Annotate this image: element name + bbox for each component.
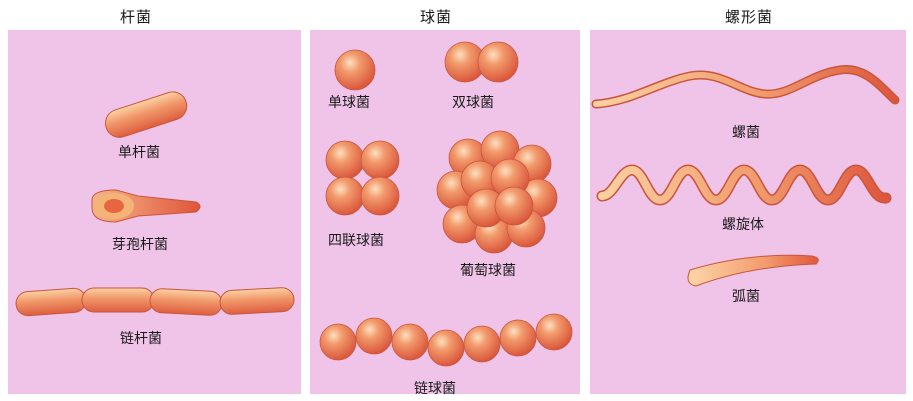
chain-rod-cells [15,287,294,316]
single-rod-cell [102,88,191,141]
streptococcus-label: 链球菌 [414,378,456,398]
spore-rod-label: 芽孢杆菌 [112,234,168,254]
tetrad-label: 四联球菌 [328,230,384,250]
staphylococcus-label: 葡萄球菌 [460,260,516,280]
diplococcus-cells [445,42,518,82]
rod-panel: 单杆菌 芽孢杆菌 链杆菌 [8,30,301,394]
coccus-illustrations [310,30,580,394]
rod-column-title: 杆菌 [120,6,152,27]
chain-rod-label: 链杆菌 [120,328,162,348]
single-coccus-cell [335,50,375,90]
spiral-panel: 螺菌 螺旋体 弧菌 [590,30,906,394]
vibrio-label: 弧菌 [732,286,760,306]
coccus-panel: 单球菌 双球菌 四联球菌 葡萄球菌 链球菌 [310,30,580,394]
spiral-illustrations [590,30,906,394]
single-rod-label: 单杆菌 [118,142,160,162]
vibrio-cell [688,255,818,286]
spirillum-label: 螺菌 [732,122,760,142]
tetrad-cells [326,141,399,215]
spore-rod-cell [92,190,200,222]
streptococcus-cells [320,314,572,366]
coccus-column-title: 球菌 [420,6,452,27]
single-coccus-label: 单球菌 [328,92,370,112]
spirochete-label: 螺旋体 [722,214,764,234]
spiral-column-title: 螺形菌 [725,6,773,27]
staphylococcus-cells [437,131,557,253]
diplococcus-label: 双球菌 [452,92,494,112]
